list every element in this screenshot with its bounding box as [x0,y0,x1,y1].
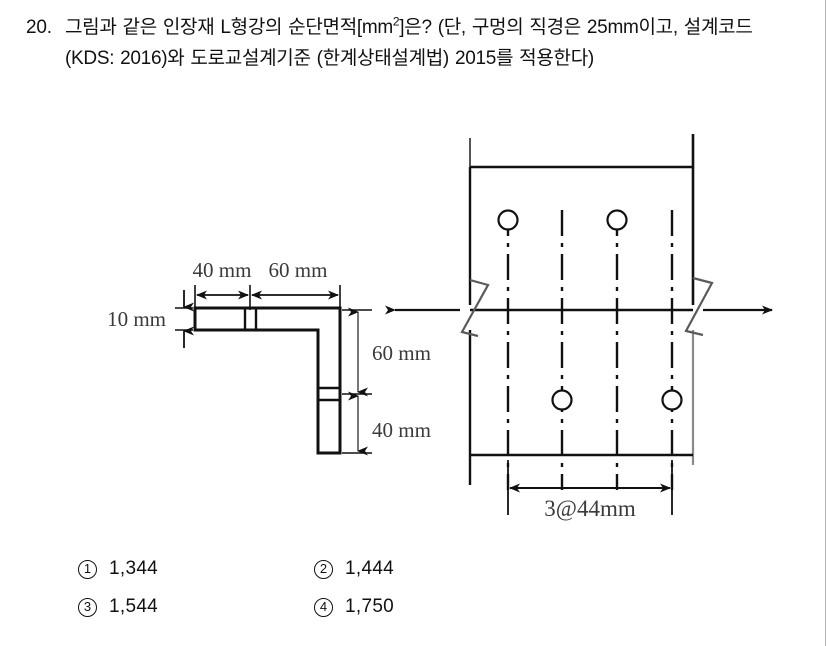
bolt-hole-3 [551,389,573,411]
question-text-part2: ]은? (단, 구멍의 직경은 25mm이고, 설계코드(KDS: 2016)와… [65,17,753,69]
choice-label-1: 1,344 [109,558,159,579]
choice-marker-2: 2 [314,559,333,579]
angle-dim-label-right-lower: 40 mm [372,418,431,442]
angle-section-outline [193,306,342,455]
question-number: 20. [26,17,52,38]
figure: 40 mm 60 mm 10 mm 60 mm 40 mm [0,120,800,540]
angle-dim-label-thickness: 10 mm [107,307,166,331]
bolt-hole-2 [606,209,628,231]
angle-section-drawing: 40 mm 60 mm 10 mm 60 mm 40 mm [107,258,431,456]
gauge-dim-label: 3@44mm [544,496,636,521]
choice-marker-3: 3 [78,597,97,617]
bolt-hole-4 [661,389,683,411]
angle-dim-label-top-right: 60 mm [269,258,328,282]
choice-option-2[interactable]: 2 1,444 [314,558,394,580]
choice-marker-4: 4 [314,597,333,617]
choice-row-2: 3 1,544 4 1,750 [78,588,678,626]
choice-row-1: 1 1,344 2 1,444 [78,550,678,588]
choice-label-2: 1,444 [345,558,395,579]
question-text: 그림과 같은 인장재 L형강의 순단면적[mm2]은? (단, 구멍의 직경은 … [65,12,786,74]
bolt-holes [497,209,683,411]
angle-dim-label-right-upper: 60 mm [372,341,431,365]
choice-option-3[interactable]: 3 1,544 [78,596,314,618]
bolt-hole-1 [497,209,519,231]
question-text-part1: 그림과 같은 인장재 L형강의 순단면적[mm [65,17,393,38]
break-symbol-left [460,278,490,338]
bolt-centerlines [506,210,674,490]
choice-option-1[interactable]: 1 1,344 [78,558,314,580]
choice-label-3: 1,544 [109,596,159,617]
angle-dim-label-top-left: 40 mm [193,258,252,282]
break-symbol-right [684,276,714,337]
question-block: 20. 그림과 같은 인장재 L형강의 순단면적[mm2]은? (단, 구멍의 … [26,12,786,74]
plate-plan-drawing: 3@44mm [385,134,773,521]
choice-option-4[interactable]: 4 1,750 [314,596,394,618]
answer-choices: 1 1,344 2 1,444 3 1,544 4 1,750 [78,550,678,626]
figure-svg: 40 mm 60 mm 10 mm 60 mm 40 mm [107,134,773,521]
question-superscript: 2 [392,14,400,29]
choice-marker-1: 1 [78,559,97,579]
choice-label-4: 1,750 [345,596,395,617]
